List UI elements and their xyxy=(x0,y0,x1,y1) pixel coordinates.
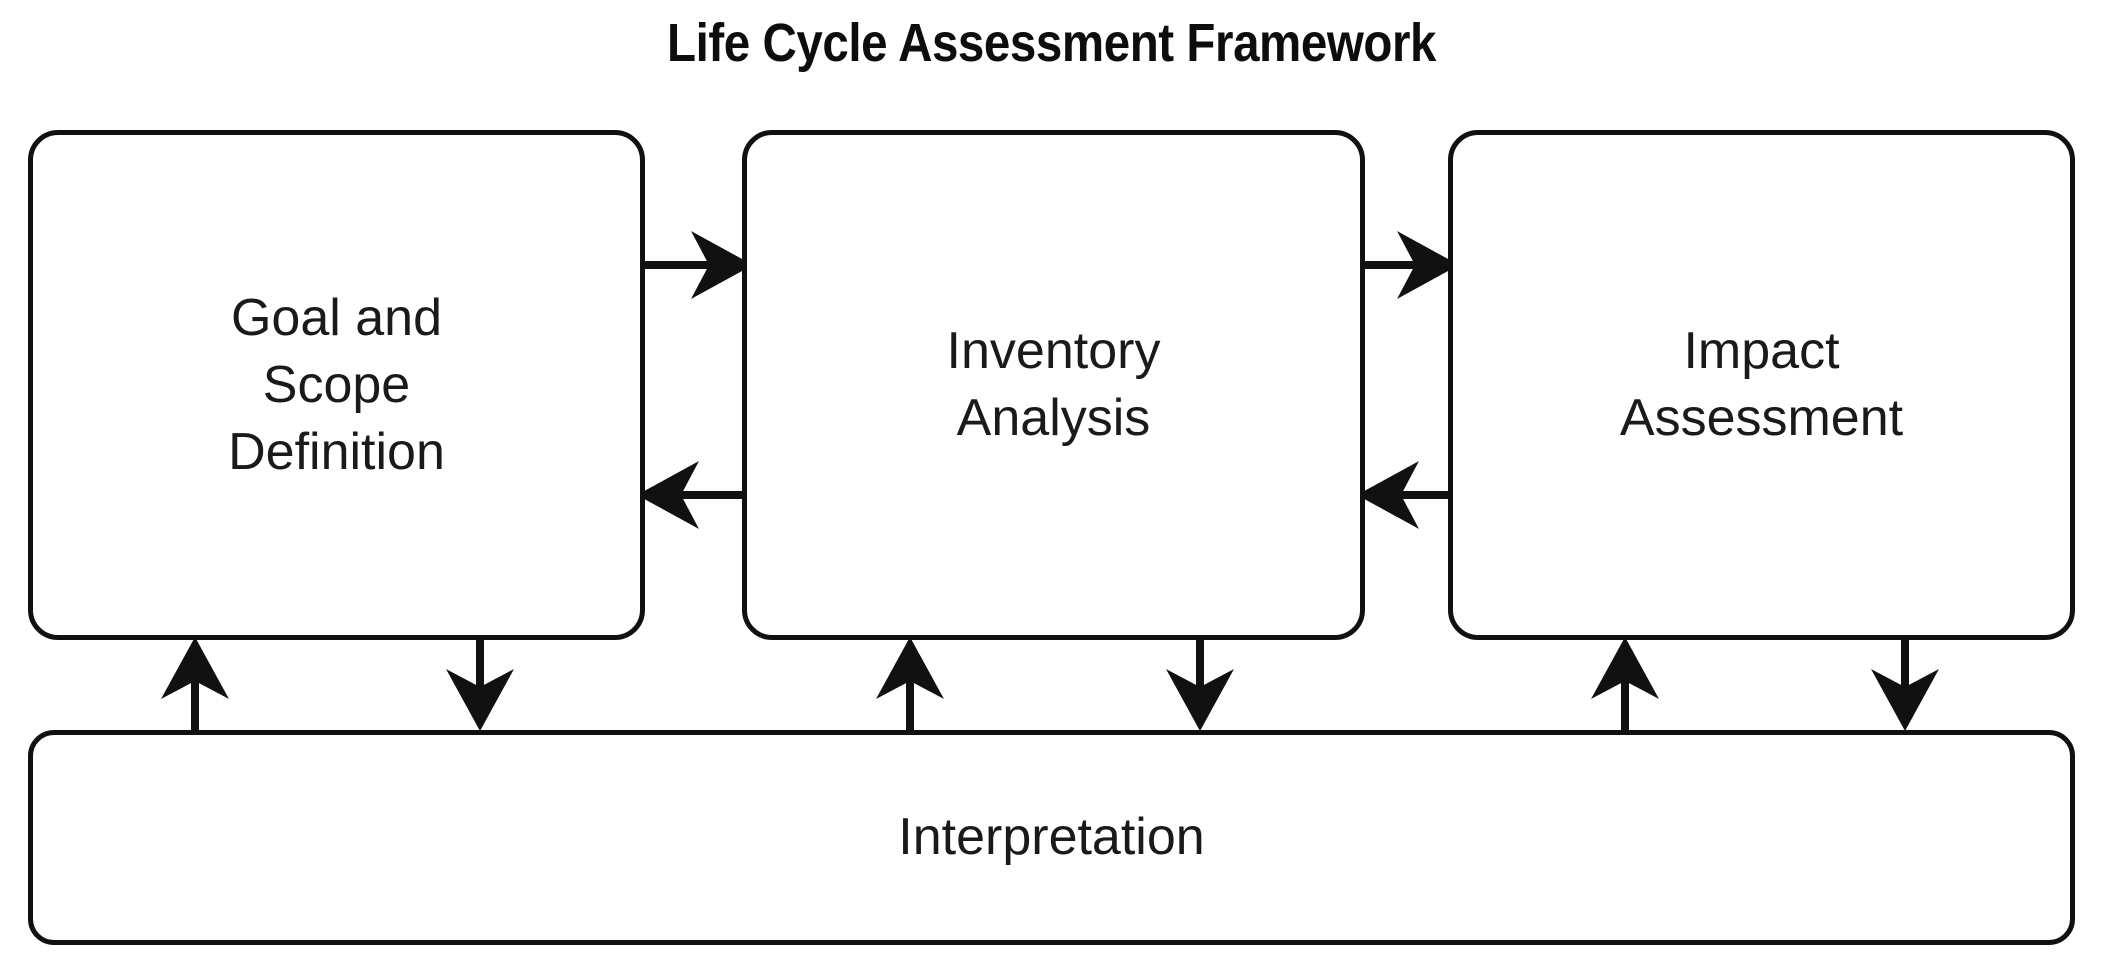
node-interpretation[interactable]: Interpretation xyxy=(28,730,2075,945)
arrow-interpretation-to-goal xyxy=(161,637,229,730)
node-interpretation-label: Interpretation xyxy=(898,808,1205,866)
arrow-goal-to-interpretation xyxy=(446,640,514,731)
arrow-inventory-to-interpretation xyxy=(1166,640,1234,731)
arrow-goal-to-inventory xyxy=(645,231,753,299)
node-inventory-analysis[interactable]: Inventory Analysis xyxy=(742,130,1365,640)
node-goal-label: Goal and Scope Definition xyxy=(228,288,445,481)
arrow-inventory-to-impact xyxy=(1365,231,1459,299)
arrow-impact-to-interpretation xyxy=(1871,640,1939,731)
arrow-interpretation-to-impact xyxy=(1591,637,1659,730)
arrow-impact-to-inventory xyxy=(1357,461,1452,529)
node-impact-label: Impact Assessment xyxy=(1619,322,1904,447)
page-title: Life Cycle Assessment Framework xyxy=(666,13,1437,73)
arrow-interpretation-to-inventory xyxy=(876,637,944,730)
node-goal-and-scope-definition[interactable]: Goal and Scope Definition xyxy=(28,130,645,640)
node-impact-assessment[interactable]: Impact Assessment xyxy=(1448,130,2075,640)
node-inventory-label: Inventory Analysis xyxy=(946,322,1161,447)
